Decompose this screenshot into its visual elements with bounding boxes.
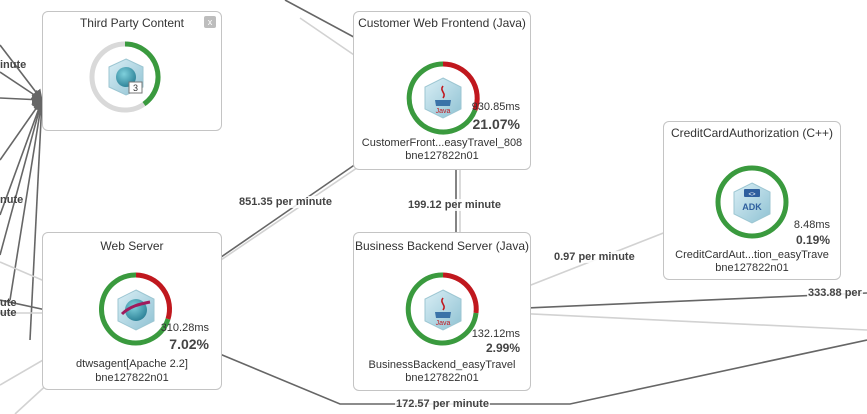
agent-name: CreditCardAut...tion_easyTrave: [675, 249, 829, 261]
edge-label-fragment[interactable]: nute: [0, 194, 24, 206]
response-time: 132.12ms: [471, 328, 520, 340]
edge-label-fragment[interactable]: ute: [0, 297, 17, 309]
node-web-server[interactable]: Web Server 310.28ms 7.02% dtwsagent[Apac…: [42, 232, 222, 390]
percentage: 21.07%: [472, 116, 520, 132]
svg-text:Java: Java: [436, 320, 451, 327]
host-name: bne127822n01: [95, 372, 169, 384]
node-business-backend-server[interactable]: Business Backend Server (Java) Java 132.…: [353, 232, 531, 391]
health-ring: [406, 61, 480, 135]
svg-text:ADK: ADK: [742, 202, 762, 212]
node-title: CreditCardAuthorization (C++): [670, 126, 834, 140]
node-title: Web Server: [100, 239, 164, 253]
health-ring: [99, 272, 172, 346]
response-time: 8.48ms: [793, 219, 830, 231]
edge-label-web-bottom[interactable]: 172.57 per minute: [395, 398, 490, 410]
globe-cube-icon: [108, 58, 144, 96]
health-ring: [715, 165, 789, 239]
edge-backend-out-right-light[interactable]: [489, 311, 867, 331]
response-time: 310.28ms: [160, 322, 209, 334]
health-ring: [405, 272, 479, 346]
response-time: 930.85ms: [471, 101, 520, 113]
host-name: bne127822n01: [405, 372, 479, 384]
node-credit-card-authorization[interactable]: CreditCardAuthorization (C++) <> ADK 8.4…: [663, 121, 841, 280]
edge-label-frontend-to-backend[interactable]: 199.12 per minute: [407, 199, 502, 211]
node-customer-web-frontend[interactable]: Customer Web Frontend (Java) Java 930.85…: [353, 11, 531, 170]
percentage: 2.99%: [485, 341, 520, 355]
node-title: Third Party Content: [79, 16, 185, 30]
java-cube-icon: Java: [424, 289, 462, 331]
node-third-party-content[interactable]: Third Party Content x 3: [42, 11, 222, 131]
count-badge: 3: [132, 83, 138, 93]
svg-text:<>: <>: [748, 192, 756, 198]
edge-label-web-to-frontend[interactable]: 851.35 per minute: [238, 196, 333, 208]
svg-text:Java: Java: [436, 108, 451, 115]
agent-name: dtwsagent[Apache 2.2]: [76, 358, 188, 370]
host-name: bne127822n01: [405, 150, 479, 162]
host-name: bne127822n01: [715, 262, 789, 274]
edges-into-third-party[interactable]: [0, 44, 48, 341]
edge-label-backend-to-credit[interactable]: 0.97 per minute: [553, 251, 636, 263]
apache-globe-cube-icon: [117, 289, 155, 331]
adk-cube-icon: <> ADK: [733, 182, 771, 224]
edge-label-backend-out-right[interactable]: 333.88 per: [807, 287, 863, 299]
edge-label-fragment[interactable]: ute: [0, 307, 17, 319]
health-ring: [89, 41, 161, 113]
java-cube-icon: Java: [424, 77, 462, 119]
edge-label-fragment[interactable]: inute: [0, 59, 27, 71]
percentage: 7.02%: [169, 336, 209, 352]
agent-name: BusinessBackend_easyTravel: [368, 359, 516, 371]
agent-name: CustomerFront...easyTravel_808: [361, 137, 523, 149]
percentage: 0.19%: [795, 233, 830, 247]
edge-backend-out-right[interactable]: [479, 292, 867, 311]
close-icon[interactable]: x: [204, 16, 216, 28]
node-title: Business Backend Server (Java): [354, 239, 530, 253]
node-title: Customer Web Frontend (Java): [358, 16, 526, 30]
